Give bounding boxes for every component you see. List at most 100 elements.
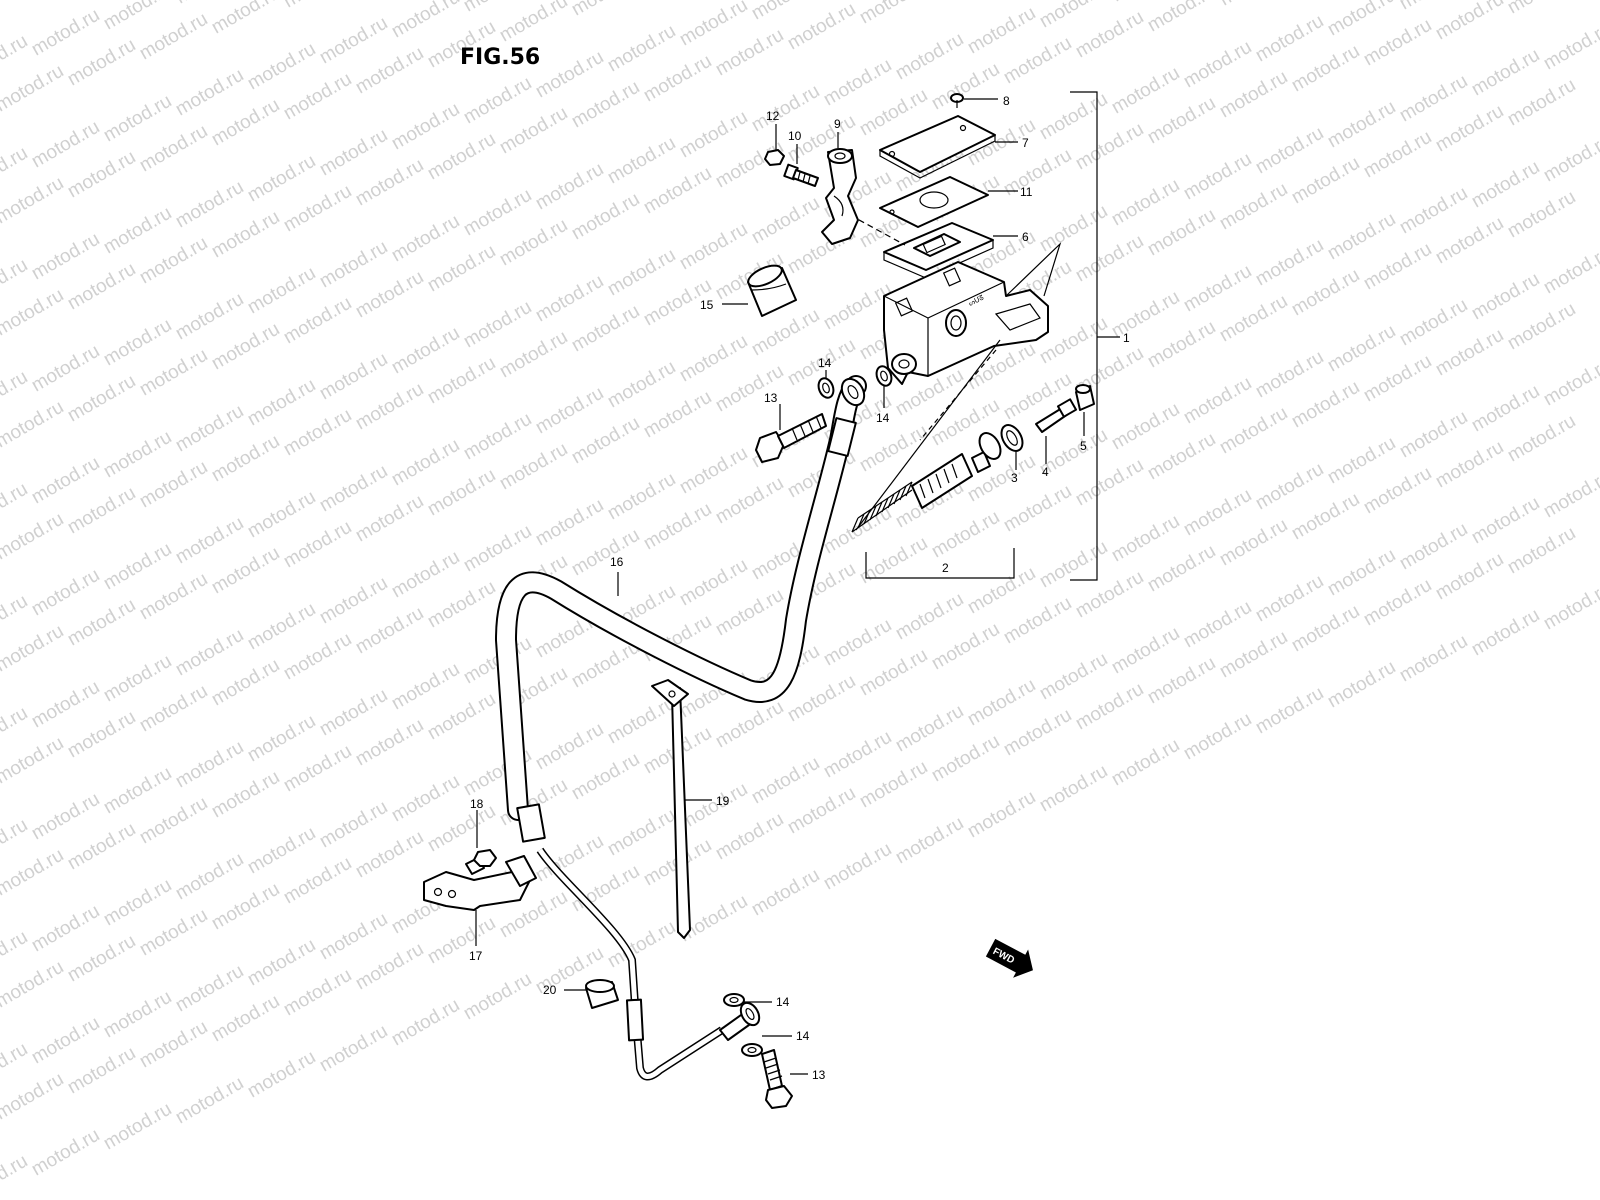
- watermark-text: motod.ru: [388, 211, 463, 267]
- watermark-text: motod.ru: [100, 875, 175, 931]
- part-14-washer-lower-2: [741, 1035, 792, 1057]
- callout-8: 8: [1003, 94, 1010, 108]
- watermark-text: motod.ru: [1288, 153, 1363, 209]
- watermark-text: motod.ru: [136, 905, 211, 961]
- watermark-text: motod.ru: [496, 0, 571, 46]
- watermark-text: motod.ru: [424, 465, 499, 521]
- watermark-text: motod.ru: [1432, 549, 1507, 605]
- watermark-text: motod.ru: [208, 991, 283, 1047]
- part-8-screw: [950, 93, 998, 108]
- watermark-text: motod.ru: [1144, 317, 1219, 373]
- watermark-text: motod.ru: [208, 767, 283, 823]
- part-14-washer-upper-left: [817, 370, 835, 399]
- watermark-text: motod.ru: [1288, 377, 1363, 433]
- watermark-text: motod.ru: [1468, 381, 1543, 437]
- watermark-text: motod.ru: [208, 879, 283, 935]
- watermark-text: motod.ru: [0, 1069, 67, 1125]
- watermark-text: motod.ru: [172, 289, 247, 345]
- watermark-text: motod.ru: [316, 685, 391, 741]
- watermark-text: motod.ru: [1324, 433, 1399, 489]
- watermark-text: motod.ru: [820, 839, 895, 895]
- watermark-text: motod.ru: [1252, 459, 1327, 515]
- watermark-text: motod.ru: [856, 757, 931, 813]
- watermark-text: motod.ru: [244, 599, 319, 655]
- watermark-text: motod.ru: [676, 219, 751, 275]
- watermark-text: motod.ru: [28, 565, 103, 621]
- watermark-text: motod.ru: [1540, 579, 1600, 635]
- watermark-text: motod.ru: [496, 215, 571, 271]
- callout-1: 1: [1123, 331, 1130, 345]
- part-19-boot: [722, 264, 797, 317]
- watermark-text: motod.ru: [892, 701, 967, 757]
- watermark-text: motod.ru: [100, 91, 175, 147]
- watermark-text: motod.ru: [1324, 657, 1399, 713]
- watermark-text: motod.ru: [280, 629, 355, 685]
- callout-5: 5: [1080, 439, 1087, 453]
- watermark-text: motod.ru: [100, 203, 175, 259]
- watermark-text: motod.ru: [1252, 347, 1327, 403]
- watermark-text: motod.ru: [532, 719, 607, 775]
- part-9-lever-holder: [821, 132, 859, 245]
- watermark-text: motod.ru: [316, 125, 391, 181]
- watermark-text: motod.ru: [316, 1021, 391, 1077]
- watermark-text: motod.ru: [424, 913, 499, 969]
- watermark-text: motod.ru: [1432, 437, 1507, 493]
- part-5-rod-cap: [1075, 384, 1095, 436]
- watermark-text: motod.ru: [1324, 0, 1399, 40]
- part-16-hose-bracket: [423, 855, 537, 946]
- watermark-text: motod.ru: [388, 771, 463, 827]
- watermark-text: motod.ru: [64, 931, 139, 987]
- watermark-text: motod.ru: [388, 995, 463, 1051]
- watermark-text: motod.ru: [1288, 265, 1363, 321]
- watermark-text: motod.ru: [172, 849, 247, 905]
- watermark-text: motod.ru: [64, 371, 139, 427]
- watermark-text: motod.ru: [640, 499, 715, 555]
- watermark-text: motod.ru: [1180, 373, 1255, 429]
- watermark-text: motod.ru: [928, 619, 1003, 675]
- watermark-text: motod.ru: [460, 521, 535, 577]
- watermark-text: motod.ru: [172, 961, 247, 1017]
- watermark-text: motod.ru: [1000, 481, 1075, 537]
- callout-12: 12: [766, 109, 780, 123]
- watermark-text: motod.ru: [532, 495, 607, 551]
- watermark-text: motod.ru: [1144, 205, 1219, 261]
- watermark-text: motod.ru: [280, 853, 355, 909]
- watermark-text: motod.ru: [928, 0, 1003, 2]
- watermark-text: motod.ru: [1324, 321, 1399, 377]
- watermark-text: motod.ru: [100, 987, 175, 1043]
- watermark-text: motod.ru: [352, 155, 427, 211]
- watermark-text: motod.ru: [1072, 679, 1147, 735]
- watermark-text: motod.ru: [424, 801, 499, 857]
- watermark-text: motod.ru: [1072, 455, 1147, 511]
- watermark-text: motod.ru: [892, 813, 967, 869]
- watermark-text: motod.ru: [64, 819, 139, 875]
- watermark-text: motod.ru: [28, 677, 103, 733]
- callout-14-upper-left: 14: [818, 356, 832, 370]
- watermark-text: motod.ru: [604, 21, 679, 77]
- watermark-text: motod.ru: [136, 681, 211, 737]
- watermark-text: motod.ru: [424, 689, 499, 745]
- spring: [851, 481, 913, 533]
- watermark-text: motod.ru: [1252, 123, 1327, 179]
- watermark-text: motod.ru: [460, 297, 535, 353]
- watermark-text: motod.ru: [352, 827, 427, 883]
- watermark-text: motod.ru: [1036, 89, 1111, 145]
- watermark-text: motod.ru: [1252, 235, 1327, 291]
- watermark-text: motod.ru: [28, 453, 103, 509]
- part-12-nut: [764, 124, 785, 166]
- watermark-text: motod.ru: [208, 655, 283, 711]
- watermark-text: motod.ru: [1072, 119, 1147, 175]
- watermark-text: motod.ru: [208, 319, 283, 375]
- watermark-text: motod.ru: [748, 81, 823, 137]
- watermark-text: motod.ru: [100, 539, 175, 595]
- watermark-text: motod.ru: [352, 267, 427, 323]
- callout-9: 9: [834, 117, 841, 131]
- watermark-text: motod.ru: [568, 749, 643, 805]
- watermark-text: motod.ru: [172, 401, 247, 457]
- watermark-text: motod.ru: [820, 727, 895, 783]
- watermark-text: motod.ru: [568, 861, 643, 917]
- watermark-text: motod.ru: [604, 917, 679, 973]
- watermark-text: motod.ru: [712, 585, 787, 641]
- watermark-text: motod.ru: [172, 625, 247, 681]
- watermark-text: motod.ru: [712, 25, 787, 81]
